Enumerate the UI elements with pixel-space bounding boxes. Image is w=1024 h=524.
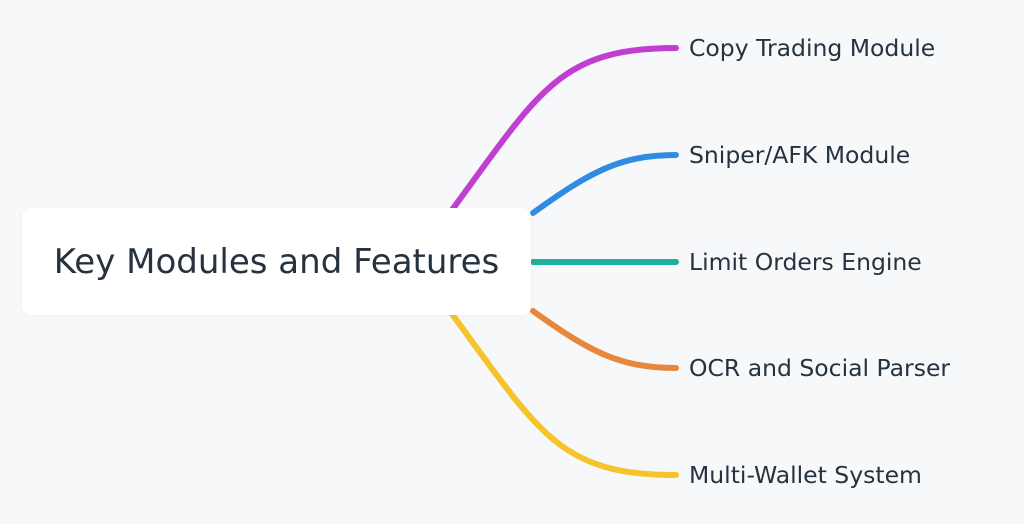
- branch-link-sniper-afk: [530, 152, 679, 216]
- branch-link-ocr-social: [530, 308, 679, 371]
- branch-node-sniper-afk[interactable]: Sniper/AFK Module: [689, 141, 911, 169]
- branch-node-limit-orders[interactable]: Limit Orders Engine: [689, 248, 922, 276]
- branch-link-multi-wallet: [449, 311, 679, 478]
- branch-node-ocr-social[interactable]: OCR and Social Parser: [689, 354, 951, 382]
- branch-link-copy-trading: [449, 45, 679, 213]
- branch-node-multi-wallet[interactable]: Multi-Wallet System: [689, 461, 922, 489]
- root-node-label: Key Modules and Features: [53, 241, 500, 282]
- root-node[interactable]: Key Modules and Features: [22, 208, 531, 315]
- branch-node-copy-trading[interactable]: Copy Trading Module: [689, 34, 936, 62]
